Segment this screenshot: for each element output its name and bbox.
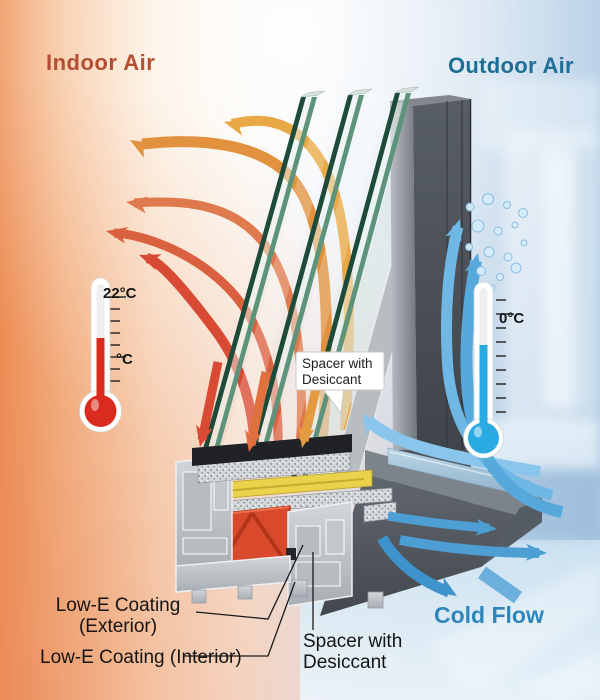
condensation-droplets	[465, 193, 528, 292]
cold-flow-arrows	[377, 511, 548, 604]
glass-pane-middle	[243, 88, 373, 478]
leader-low-e-interior	[184, 581, 296, 657]
indoor-temperature-value: 22°C	[103, 285, 137, 302]
outdoor-temperature-value: 0°C	[499, 310, 525, 327]
outdoor-thermometer-ticks	[496, 299, 514, 413]
spacer-bottom-line1: Spacer with	[303, 631, 403, 652]
indoor-air-label: Indoor Air	[46, 50, 156, 75]
window-frame	[390, 95, 472, 545]
spacer-bottom-label: Spacer with Desiccant	[303, 631, 413, 673]
pvc-profile-indoor	[175, 455, 291, 604]
low-e-exterior-line2: (Exterior)	[78, 616, 158, 637]
indoor-thermometer-ticks	[110, 296, 126, 382]
sill-cross-section	[175, 434, 542, 616]
leader-low-e-exterior	[195, 544, 304, 620]
glass-pane-interior	[196, 90, 326, 474]
cold-air-arrows	[355, 216, 564, 604]
leader-lines	[184, 544, 314, 657]
steel-reinforcement	[213, 505, 291, 573]
indoor-thermometer	[79, 277, 126, 433]
low-e-exterior-label: Low-E Coating (Exterior)	[43, 595, 193, 637]
indoor-scale-unit: °C	[116, 351, 133, 368]
spacer-callout-label: Spacer with Desiccant	[302, 356, 384, 388]
pvc-profile-outdoor	[286, 501, 384, 609]
low-e-exterior-line1: Low-E Coating	[55, 595, 181, 616]
spacer-bottom-line2: Desiccant	[303, 652, 387, 673]
outdoor-air-label: Outdoor Air	[448, 53, 574, 78]
outdoor-thermometer	[463, 281, 514, 459]
spacer-callout-bubble	[295, 351, 385, 415]
spacer-callout-line2: Desiccant	[302, 372, 362, 387]
cold-flow-label: Cold Flow	[434, 602, 544, 628]
low-e-interior-label: Low-E Coating (Interior)	[40, 647, 242, 668]
spacer-callout-line1: Spacer with	[302, 356, 373, 371]
